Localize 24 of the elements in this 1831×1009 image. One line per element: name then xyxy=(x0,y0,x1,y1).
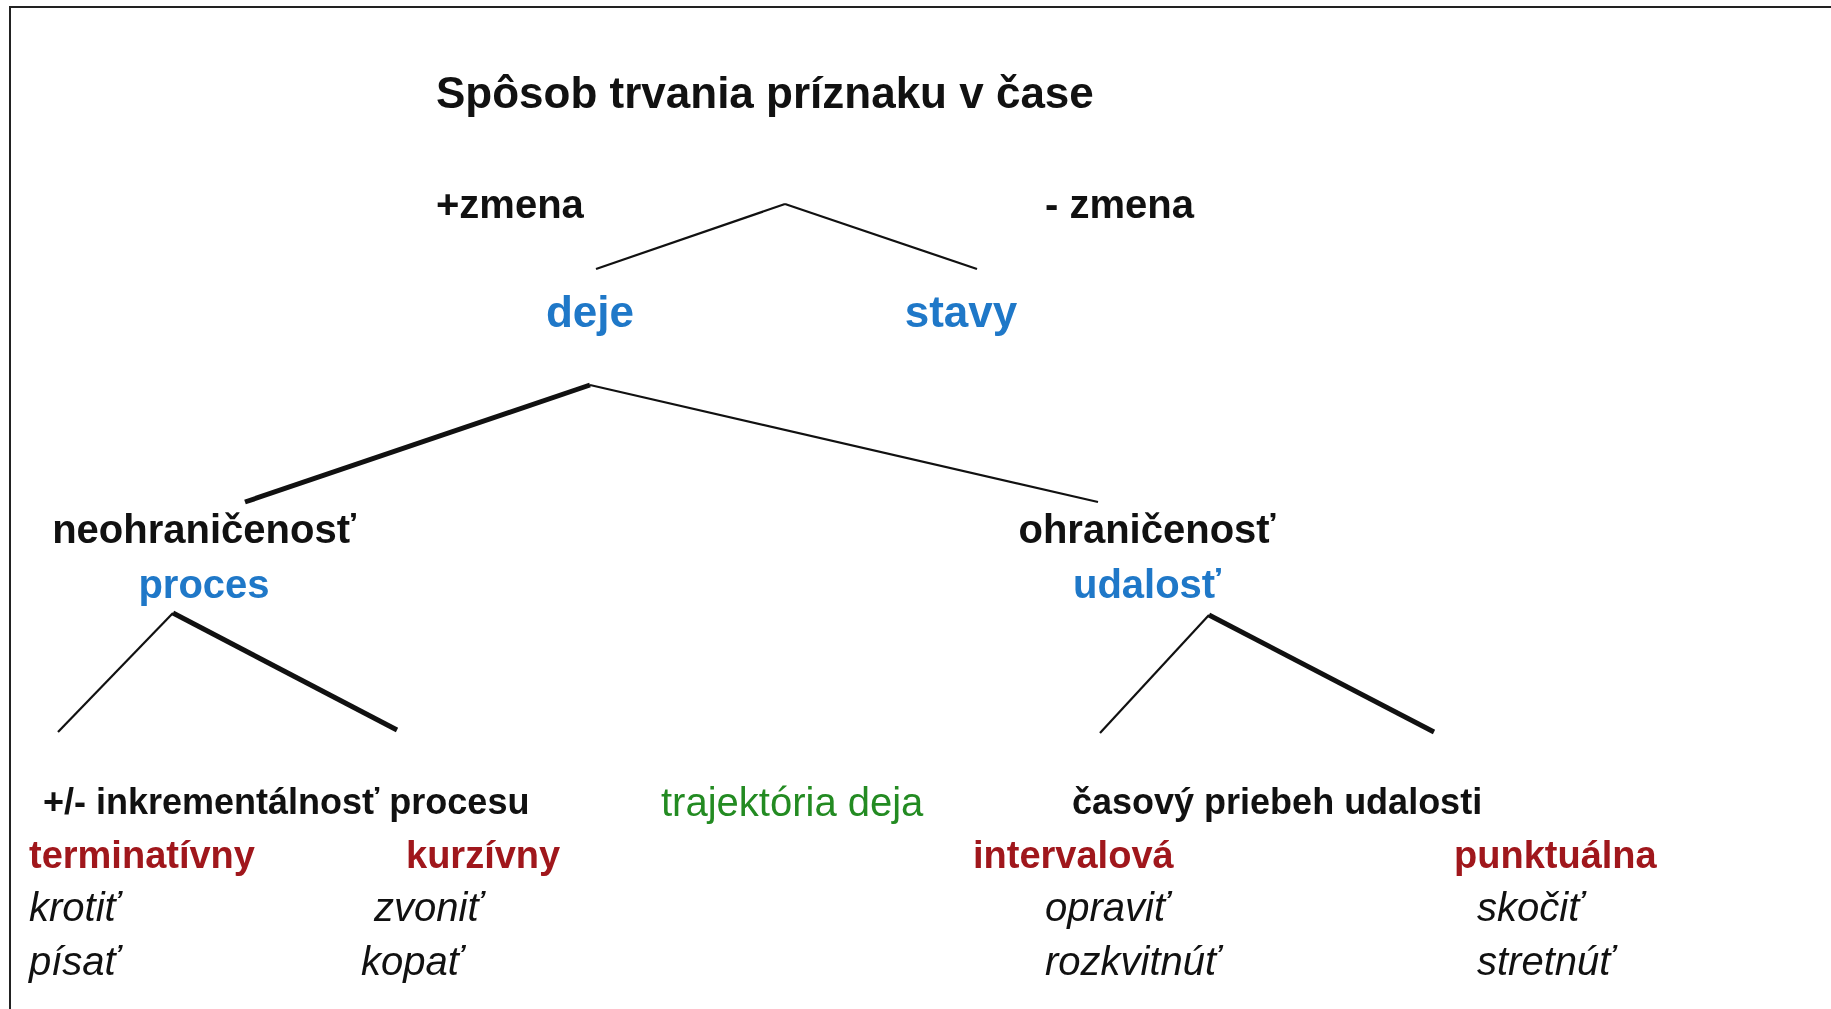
text-label: +zmena xyxy=(436,181,584,228)
node-label: stavy xyxy=(904,289,1018,335)
branch-line xyxy=(57,612,174,733)
branch-line xyxy=(784,202,978,271)
text-label: punktuálna xyxy=(1454,833,1657,879)
node-label: ohraničenosť xyxy=(1018,506,1276,553)
text-label: časový priebeh udalosti xyxy=(1072,780,1483,824)
text-label: terminatívny xyxy=(29,833,255,879)
node-label: neohraničenosť xyxy=(52,506,356,553)
text-label: - zmena xyxy=(1045,181,1194,228)
text-label: intervalová xyxy=(973,833,1174,879)
text-label: kurzívny xyxy=(406,833,561,879)
branch-line xyxy=(589,383,1099,504)
node-label: proces xyxy=(138,561,270,608)
branch-line xyxy=(171,610,399,733)
branch-line xyxy=(595,202,786,271)
text-label: trajektória deja xyxy=(661,779,924,826)
branch-line xyxy=(1099,614,1210,734)
title: Spôsob trvania príznaku v čase xyxy=(436,67,1094,119)
node-label: udalosť xyxy=(1072,561,1222,608)
node-label: deje xyxy=(545,289,634,335)
text-label: +/- inkrementálnosť procesu xyxy=(43,780,530,824)
branch-line xyxy=(1207,612,1436,735)
branch-line xyxy=(244,382,591,505)
